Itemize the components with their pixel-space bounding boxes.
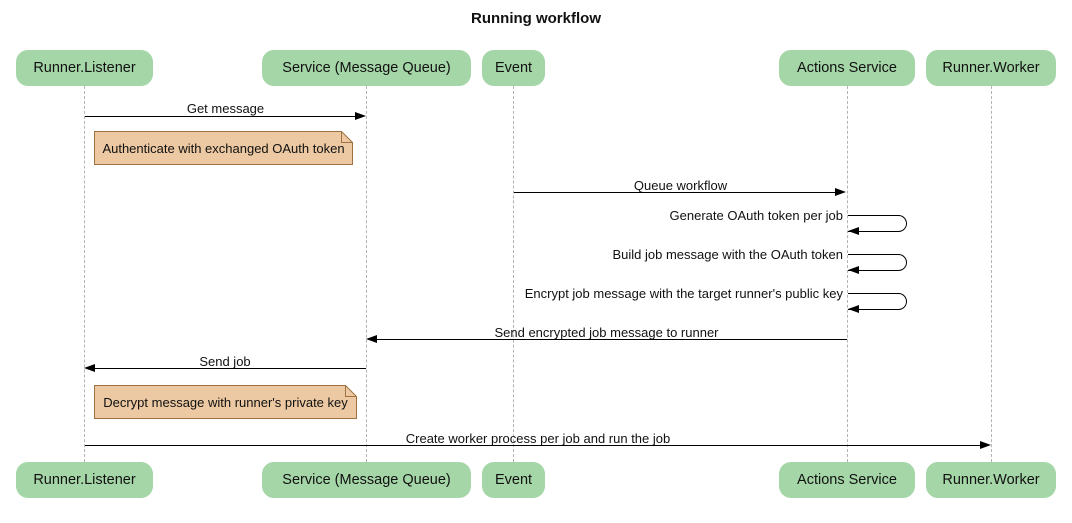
message-label-queue-workflow: Queue workflow [633, 178, 728, 193]
message-label-create-worker-process: Create worker process per job and run th… [405, 431, 671, 446]
message-arrow-get-message [85, 116, 356, 117]
participant-top-service-message-queue: Service (Message Queue) [262, 50, 471, 86]
message-arrow-queue-workflow [514, 192, 836, 193]
note-authenticate: Authenticate with exchanged OAuth token [94, 131, 353, 165]
participant-top-event: Event [482, 50, 545, 86]
participant-bottom-runner-worker: Runner.Worker [926, 462, 1056, 498]
arrowhead-left-icon [848, 266, 859, 274]
note-decrypt: Decrypt message with runner's private ke… [94, 385, 357, 419]
lifeline-runner-listener [84, 86, 85, 462]
arrowhead-left-icon [84, 364, 95, 372]
note-text: Authenticate with exchanged OAuth token [102, 140, 345, 156]
note-shape-icon [94, 131, 353, 165]
participant-label: Runner.Worker [942, 60, 1040, 76]
participant-top-runner-worker: Runner.Worker [926, 50, 1056, 86]
arrowhead-left-icon [848, 227, 859, 235]
lifeline-event [513, 86, 514, 462]
participant-bottom-service-message-queue: Service (Message Queue) [262, 462, 471, 498]
message-arrow-send-encrypted-job-message [377, 339, 847, 340]
participant-label: Service (Message Queue) [282, 472, 451, 488]
participant-label: Runner.Listener [33, 472, 136, 488]
arrowhead-left-icon [848, 305, 859, 313]
message-arrow-send-job [95, 368, 366, 369]
participant-label: Actions Service [797, 60, 897, 76]
message-label-send-job: Send job [199, 354, 251, 369]
arrowhead-right-icon [980, 441, 991, 449]
note-text: Decrypt message with runner's private ke… [103, 394, 348, 410]
self-message-loop [848, 215, 907, 232]
participant-label: Actions Service [797, 472, 897, 488]
note-shape-icon [94, 385, 357, 419]
participant-top-actions-service: Actions Service [779, 50, 915, 86]
lifeline-runner-worker [991, 86, 992, 462]
arrowhead-right-icon [355, 112, 366, 120]
lifeline-actions-service [847, 86, 848, 462]
self-message-loop [848, 254, 907, 271]
participant-label: Runner.Listener [33, 60, 136, 76]
participant-bottom-event: Event [482, 462, 545, 498]
self-message-loop [848, 293, 907, 310]
diagram-title: Running workflow [471, 10, 601, 27]
lifeline-service-message-queue [366, 86, 367, 462]
participant-label: Service (Message Queue) [282, 60, 451, 76]
participant-label: Runner.Worker [942, 472, 1040, 488]
participant-bottom-runner-listener: Runner.Listener [16, 462, 153, 498]
arrowhead-left-icon [366, 335, 377, 343]
message-arrow-create-worker-process [85, 445, 980, 446]
participant-label: Event [494, 472, 533, 488]
self-message-label-build-job-message: Build job message with the OAuth token [612, 247, 843, 262]
message-label-get-message: Get message [186, 101, 265, 116]
arrowhead-right-icon [835, 188, 846, 196]
self-message-label-encrypt-job-message: Encrypt job message with the target runn… [524, 286, 843, 301]
message-label-send-encrypted-job-message: Send encrypted job message to runner [494, 325, 719, 340]
self-message-label-generate-oauth-token: Generate OAuth token per job [669, 208, 843, 223]
participant-label: Event [494, 60, 533, 76]
participant-bottom-actions-service: Actions Service [779, 462, 915, 498]
participant-top-runner-listener: Runner.Listener [16, 50, 153, 86]
